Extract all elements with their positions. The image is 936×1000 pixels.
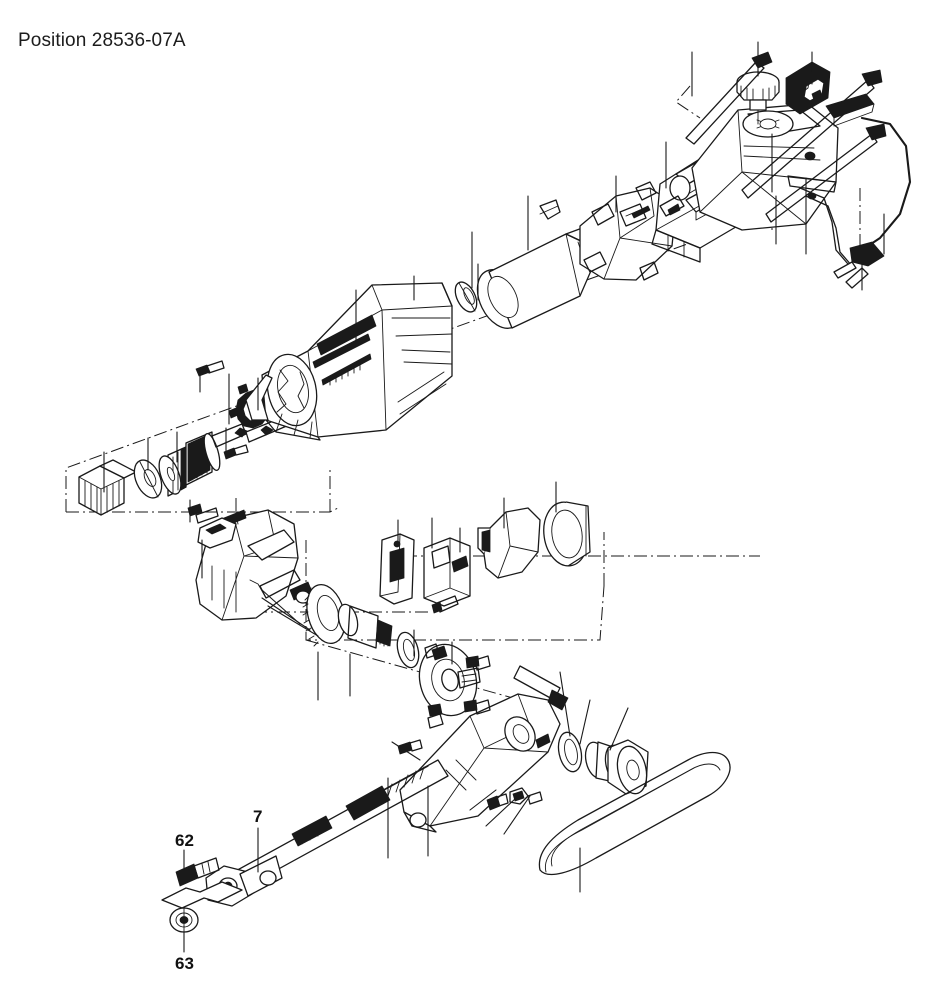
bushing-plate (161, 881, 243, 909)
set-screw-b (223, 444, 249, 460)
bracket-plate (379, 533, 415, 605)
guard-latch (197, 517, 237, 549)
long-screw-b (741, 69, 883, 199)
hub-flange (418, 643, 491, 729)
part-belt-arm-group (399, 693, 731, 876)
collet-nut (78, 459, 137, 516)
washer (133, 459, 163, 499)
callout-62: 62 (175, 831, 194, 850)
drive-shaft (337, 603, 393, 649)
callout-63: 63 (175, 954, 194, 973)
sanding-belt (538, 751, 731, 876)
tension-spring (383, 765, 429, 797)
shim-ring (396, 631, 420, 669)
cord-clamp (825, 93, 875, 127)
switch (785, 61, 831, 115)
clamp-block (423, 537, 471, 614)
page-title: Position 28536-07A (18, 30, 186, 51)
part-motor-housing-group (685, 51, 912, 289)
part-gear-housing-group (228, 282, 453, 441)
long-screw-c (765, 123, 887, 223)
callout-7: 7 (253, 807, 263, 826)
leader-lines (103, 41, 885, 953)
arm-fasteners (397, 739, 543, 811)
armature (476, 199, 621, 329)
long-screw-a (685, 51, 773, 145)
part-hub-bearing-group (418, 643, 491, 729)
dust-collar (543, 501, 591, 567)
pinion-gear (158, 446, 187, 497)
bearing (454, 281, 478, 313)
belt-arm-pin (513, 665, 569, 711)
spacer-ring (557, 731, 583, 773)
arm-casting (399, 693, 561, 833)
gear-housing-body (245, 282, 453, 441)
drive-pulley (607, 739, 649, 795)
part-spindle-collet-group (78, 360, 360, 516)
pivot-bolt (175, 857, 220, 887)
gear-wheel (302, 584, 346, 647)
dust-elbow (477, 507, 541, 579)
bushing-roller (169, 907, 199, 933)
field-coil (579, 181, 677, 281)
part-tension-arm-group (161, 665, 569, 933)
pinion-gear-b (185, 431, 221, 486)
part-guard-dust-group (187, 501, 591, 669)
